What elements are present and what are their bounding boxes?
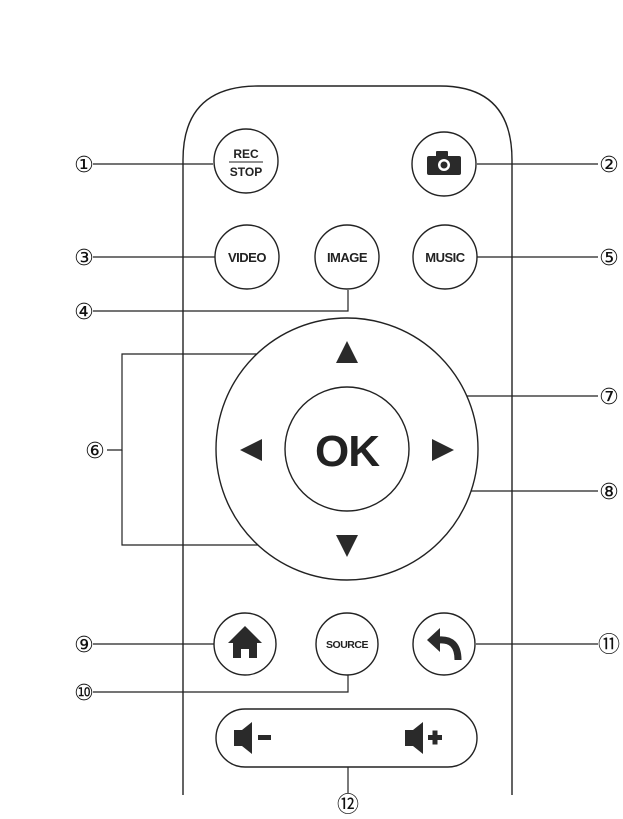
up-arrow-icon[interactable] xyxy=(336,341,358,363)
callout-8: ⑧ xyxy=(599,480,619,505)
video-label: VIDEO xyxy=(228,250,266,265)
stop-label: STOP xyxy=(230,165,262,179)
callout-12: ⑫ xyxy=(337,793,359,818)
home-icon xyxy=(228,626,262,658)
left-arrow-icon[interactable] xyxy=(240,439,262,461)
image-button[interactable]: IMAGE xyxy=(314,224,380,290)
volume-rocker[interactable] xyxy=(215,708,478,768)
video-button[interactable]: VIDEO xyxy=(214,224,280,290)
music-button[interactable]: MUSIC xyxy=(412,224,478,290)
callouts: ① ② ③ ④ ⑤ ⑥ ⑦ ⑧ ⑨ ⑩ ⑪ ⑫ xyxy=(74,153,620,818)
callout-2: ② xyxy=(599,153,619,178)
source-label: SOURCE xyxy=(326,639,368,651)
callout-4: ④ xyxy=(74,300,94,325)
ok-label: OK xyxy=(315,427,380,476)
leader-lines xyxy=(93,163,598,793)
remote-body xyxy=(182,85,513,795)
callout-10: ⑩ xyxy=(74,681,94,706)
callout-6: ⑥ xyxy=(85,439,105,464)
callout-1: ① xyxy=(74,153,94,178)
camera-button[interactable] xyxy=(411,131,477,197)
callout-9: ⑨ xyxy=(74,633,94,658)
down-arrow-icon[interactable] xyxy=(336,535,358,557)
home-button[interactable] xyxy=(213,612,277,676)
image-label: IMAGE xyxy=(327,250,368,265)
callout-11: ⑪ xyxy=(598,633,620,658)
camera-icon xyxy=(427,151,461,175)
rec-label: REC xyxy=(233,147,259,161)
volume-up-icon[interactable] xyxy=(405,722,442,754)
back-button[interactable] xyxy=(412,612,476,676)
callout-5: ⑤ xyxy=(599,246,619,271)
callout-7: ⑦ xyxy=(599,385,619,410)
music-label: MUSIC xyxy=(425,250,466,265)
rec-stop-button[interactable]: REC STOP xyxy=(213,128,279,194)
right-arrow-icon[interactable] xyxy=(432,439,454,461)
volume-down-icon[interactable] xyxy=(234,722,271,754)
callout-3: ③ xyxy=(74,246,94,271)
back-icon xyxy=(427,628,462,661)
source-button[interactable]: SOURCE xyxy=(315,612,379,676)
ok-button[interactable]: OK xyxy=(284,386,410,512)
